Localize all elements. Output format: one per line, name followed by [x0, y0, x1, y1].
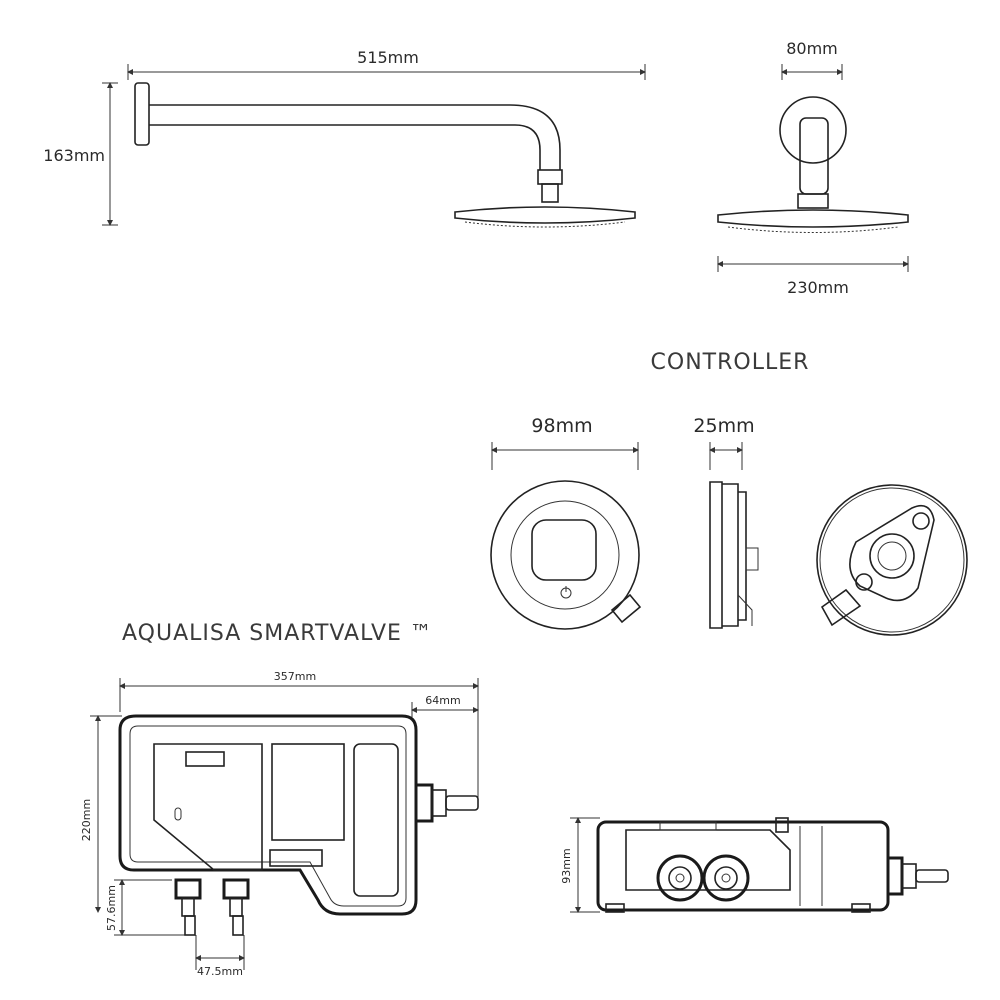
- arm-connector: [537, 169, 563, 185]
- outlet-pipe: [445, 795, 479, 811]
- valve-inlet-spacing-dimension: 47.5mm: [195, 935, 245, 978]
- controller-width-dimension: 98mm: [491, 415, 639, 470]
- arm-upper-edge: [149, 104, 561, 170]
- controller-side-face: [709, 481, 723, 629]
- rear-port: [869, 533, 915, 579]
- screw-hole-bottom: [855, 573, 873, 591]
- valve-depth-label: 93mm: [560, 848, 573, 883]
- arm-length-dimension: 515mm: [127, 48, 646, 80]
- controller-depth-dimension: 25mm: [693, 415, 755, 470]
- valve-terminal: [269, 849, 323, 867]
- arm-lower-edge: [149, 124, 541, 170]
- inlet-fitting-hot: [174, 878, 202, 900]
- valve-panel-right: [353, 743, 399, 897]
- valve-width-label: 357mm: [274, 670, 316, 683]
- valve-label-plate: [185, 751, 225, 767]
- inlet-port-hot: [656, 854, 704, 902]
- valve-panel-middle: [271, 743, 345, 841]
- shower-head-front-view: [717, 96, 909, 233]
- controller-side-view: [709, 481, 759, 629]
- smartvalve-top-view: [596, 817, 949, 913]
- head-depth-dimension: 80mm: [781, 39, 843, 80]
- shower-arm-side-view: [134, 82, 636, 228]
- controller-face: [510, 500, 620, 610]
- top-outlet-fitting: [886, 856, 904, 896]
- head-diameter-dimension: 230mm: [717, 256, 909, 297]
- front-wall-flange: [779, 96, 847, 164]
- valve-panel-left: [153, 743, 263, 871]
- controller-width-label: 98mm: [531, 415, 592, 437]
- controller-front-view: [490, 480, 642, 630]
- inlet-pipe-cold: [232, 915, 244, 936]
- valve-outer-housing: [118, 714, 418, 916]
- controller-heading: CONTROLLER: [651, 350, 810, 375]
- inlet-pipe-hot: [184, 915, 196, 936]
- valve-height-dimension: 220mm: [80, 715, 122, 913]
- screw-hole-top: [912, 512, 930, 530]
- shower-head-nozzles: [464, 221, 626, 228]
- valve-inlet-height-dimension: 57.6mm: [105, 879, 190, 936]
- valve-led: [174, 807, 182, 821]
- shower-head-side: [454, 206, 636, 224]
- valve-inlet-height-label: 57.6mm: [105, 885, 118, 931]
- wall-flange: [134, 82, 150, 146]
- controller-cable-outlet: [610, 593, 642, 624]
- arm-length-label: 515mm: [357, 48, 419, 67]
- top-outlet-pipe: [915, 869, 949, 883]
- valve-height-label: 220mm: [80, 799, 93, 841]
- controller-bezel: [490, 480, 640, 630]
- front-arm: [799, 117, 829, 195]
- head-depth-label: 80mm: [786, 39, 838, 58]
- arm-ball-joint: [541, 183, 559, 203]
- mounting-bracket: [849, 504, 935, 602]
- controller-rear-view: [816, 484, 968, 636]
- valve-inlet-spacing-label: 47.5mm: [197, 965, 243, 978]
- arm-height-label: 163mm: [43, 146, 105, 165]
- outlet-fitting: [414, 783, 434, 823]
- controller-display: [531, 519, 597, 581]
- front-head-edge: [717, 209, 909, 228]
- controller-depth-label: 25mm: [693, 415, 754, 437]
- valve-width-dimension: 357mm: [119, 670, 479, 800]
- rear-cable-outlet: [820, 588, 862, 627]
- front-head-nozzles: [727, 226, 899, 233]
- head-diameter-label: 230mm: [787, 278, 849, 297]
- valve-depth-dimension: 93mm: [560, 817, 600, 913]
- inlet-port-cold: [702, 854, 750, 902]
- valve-outlet-dimension: 64mm: [411, 694, 479, 718]
- valve-outlet-label: 64mm: [425, 694, 460, 707]
- smartvalve-front-view: [118, 714, 479, 936]
- controller-rear-bezel: [816, 484, 968, 636]
- inlet-fitting-cold: [222, 878, 250, 900]
- smartvalve-heading: AQUALISA SMARTVALVE ™: [122, 621, 433, 646]
- front-connector: [797, 193, 829, 209]
- arm-height-dimension: 163mm: [43, 82, 118, 226]
